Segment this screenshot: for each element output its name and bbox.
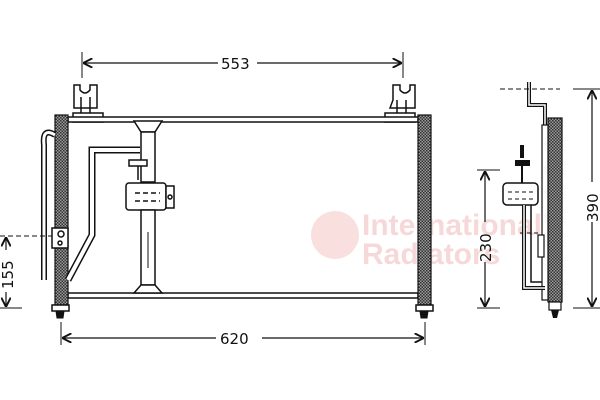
dimension-side-total-height: 390	[500, 88, 600, 309]
watermark-line1: International	[362, 209, 542, 242]
bottom-rail	[67, 292, 419, 299]
dim-label-390: 390	[584, 193, 600, 222]
dimension-top-width: 553	[81, 52, 404, 78]
outlet-pipe-inner	[66, 148, 140, 281]
receiver-drier-assembly	[125, 120, 175, 294]
dim-label-155: 155	[0, 260, 17, 289]
watermark-logo-icon	[311, 211, 359, 259]
dimension-left-height: 155	[0, 235, 52, 309]
left-end-cap	[51, 304, 70, 319]
side-core	[547, 117, 563, 303]
top-rail	[67, 116, 419, 123]
right-tank	[417, 114, 432, 306]
dimension-side-inner-height: 230	[477, 169, 500, 309]
dim-label-620: 620	[220, 330, 249, 348]
dim-label-553: 553	[221, 55, 250, 73]
side-view	[502, 82, 563, 318]
inlet-pipe-inner	[42, 131, 56, 280]
pipe-connector-block	[51, 227, 69, 249]
dim-label-230: 230	[477, 233, 495, 262]
dimension-bottom-width: 620	[60, 322, 426, 348]
right-end-cap	[415, 304, 434, 319]
